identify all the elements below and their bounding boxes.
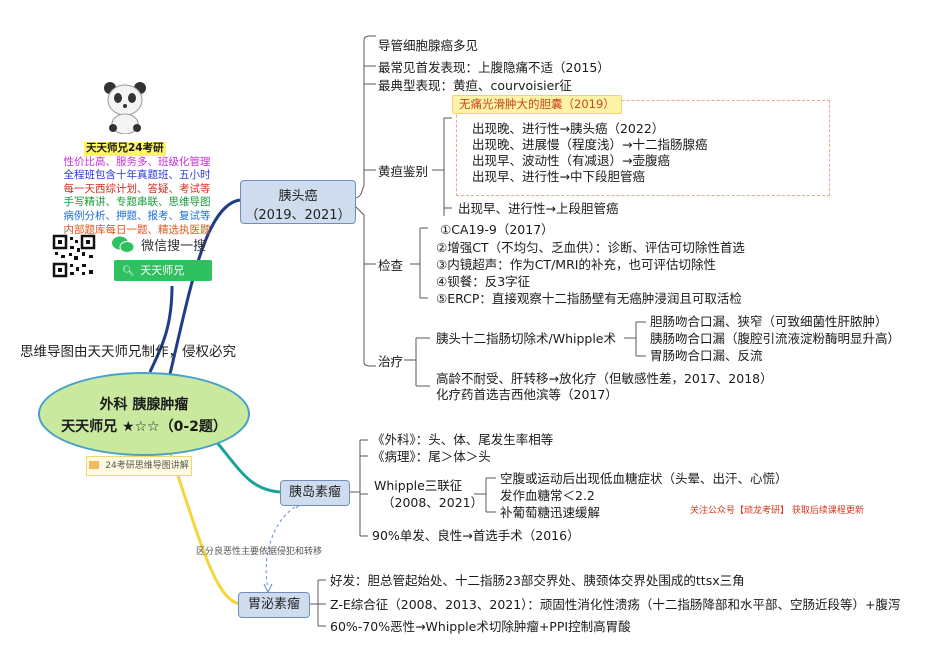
branch-years: （2019、2021）	[245, 208, 351, 223]
branch-title: 胰头癌	[278, 189, 318, 204]
relation-note: 区分良恶性主要依据侵犯和转移	[196, 547, 323, 557]
complication-row: 胃肠吻合口漏、反流	[650, 348, 763, 363]
badge-text: 24考研思维导图讲解	[105, 461, 189, 471]
topic-item: Z-E综合征（2008、2013、2021）：顽固性消化性溃疡（十二指肠降部和水…	[330, 597, 901, 612]
jaundice-row: 出现早、进行性→中下段胆管癌	[472, 169, 645, 184]
promo-line: 手写精讲、专题串联、思维导图	[63, 196, 211, 209]
topic-item: 最典型表现：黄疸、courvoisier征	[378, 78, 572, 93]
topic-item: 90%单发、良性→首选手术（2016）	[372, 528, 580, 543]
topic-item: 《病理》：尾＞体＞头	[372, 449, 491, 464]
wechat-search: 微信搜一搜	[112, 235, 206, 254]
highlight-note: 无痛光滑肿大的胆囊（2019）	[452, 95, 622, 114]
whipple-triad-label: Whipple三联征	[374, 478, 463, 493]
promo-title: 天天师兄24考研	[84, 142, 166, 156]
wechat-label: 微信搜一搜	[141, 239, 207, 254]
promo-line: 内部题库每日一题、精选执医题	[63, 223, 211, 236]
topic-item: 最常见首发表现：上腹隐痛不适（2015）	[378, 60, 610, 75]
whipple-surgery: 胰头十二指肠切除术/Whipple术	[436, 331, 616, 346]
branch-title: 胃泌素瘤	[247, 597, 300, 612]
branch-gastrinoma[interactable]: 胃泌素瘤	[238, 592, 310, 618]
jaundice-label: 黄疸鉴别	[378, 164, 429, 179]
triad-row: 补葡萄糖迅速缓解	[500, 505, 601, 520]
exam-label: 检查	[378, 258, 404, 273]
complication-row: 胆肠吻合口漏、狭窄（可致细菌性肝脓肿）	[650, 314, 888, 329]
triad-row: 空腹或运动后出现低血糖症状（头晕、出汗、心慌）	[500, 471, 788, 486]
branch-title: 胰岛素瘤	[288, 485, 341, 500]
branch-insulinoma[interactable]: 胰岛素瘤	[280, 480, 350, 506]
exam-row: ①CA19-9（2017）	[440, 222, 554, 237]
wechat-search-bar[interactable]: 🔍︎ 天天师兄	[114, 260, 212, 281]
panda-logo	[104, 82, 146, 134]
exam-row: ②增强CT（不均匀、乏血供）：诊断、评估可切除性首选	[436, 240, 745, 255]
central-topic[interactable]: 外科 胰腺肿瘤 天天师兄 ★☆☆（0-2题）	[38, 372, 250, 456]
promo-line: 每一天西综计划、答疑、考试等	[63, 182, 211, 195]
central-title: 外科 胰腺肿瘤	[99, 397, 189, 413]
jaundice-row: 出现晚、进行性→胰头癌（2022）	[472, 121, 665, 136]
promo-line: 病例分析、押题、报考、复试等	[63, 209, 211, 222]
wechat-icon	[112, 236, 135, 253]
jaundice-row: 出现晚、进展慢（程度浅）→十二指肠腺癌	[472, 137, 708, 152]
qr-code-icon	[52, 234, 96, 278]
branch-pancreatic-head-cancer[interactable]: 胰头癌 （2019、2021）	[240, 180, 356, 224]
jaundice-row: 出现早、进行性→上段胆管癌	[458, 201, 619, 216]
triad-row: 发作血糖常＜2.2	[500, 488, 595, 503]
exam-row: ⑤ERCP：直接观察十二指肠壁有无癌肿浸润且可取活检	[436, 291, 742, 306]
video-icon	[89, 461, 100, 469]
jaundice-dashed-box	[456, 100, 830, 196]
copyright-note: 思维导图由天天师兄制作，侵权必究	[20, 344, 236, 360]
search-icon: 🔍︎	[122, 266, 135, 277]
exam-row: ④钡餐：反3字征	[436, 274, 531, 289]
lecture-badge: 24考研思维导图讲解	[86, 456, 192, 476]
promo-line: 性价比高、服务多、班级化管理	[63, 155, 211, 168]
wechat-search-text: 天天师兄	[140, 264, 185, 277]
central-subtitle: 天天师兄 ★☆☆（0-2题）	[61, 419, 227, 435]
promo-block: 天天师兄24考研 性价比高、服务多、班级化管理 全程班包含十年真题班、五小时 每…	[62, 136, 212, 237]
jaundice-row: 出现早、波动性（有减退）→壶腹癌	[472, 153, 670, 168]
follow-note: 关注公众号【顽龙考研】 获取后续课程更新	[690, 506, 864, 516]
treatment-row: 高龄不耐受、肝转移→放化疗（但敏感性差，2017、2018）	[436, 371, 773, 386]
treatment-label: 治疗	[378, 354, 404, 369]
exam-row: ③内镜超声：作为CT/MRI的补充，也可评估切除性	[436, 257, 716, 272]
topic-item: 60%-70%恶性→Whipple术切除肿瘤+PPI控制高胃酸	[330, 619, 631, 634]
topic-item: 导管细胞腺癌多见	[378, 38, 479, 53]
complication-row: 胰肠吻合口漏（腹腔引流液淀粉酶明显升高）	[650, 331, 901, 346]
promo-line: 全程班包含十年真题班、五小时	[63, 169, 211, 182]
topic-item: 好发：胆总管起始处、十二指肠23部交界处、胰颈体交界处围成的ttsx三角	[330, 573, 745, 588]
whipple-triad-years: （2008、2021）	[382, 495, 484, 510]
topic-item: 《外科》：头、体、尾发生率相等	[372, 432, 554, 447]
treatment-row: 化疗药首选吉西他滨等（2017）	[436, 387, 618, 402]
